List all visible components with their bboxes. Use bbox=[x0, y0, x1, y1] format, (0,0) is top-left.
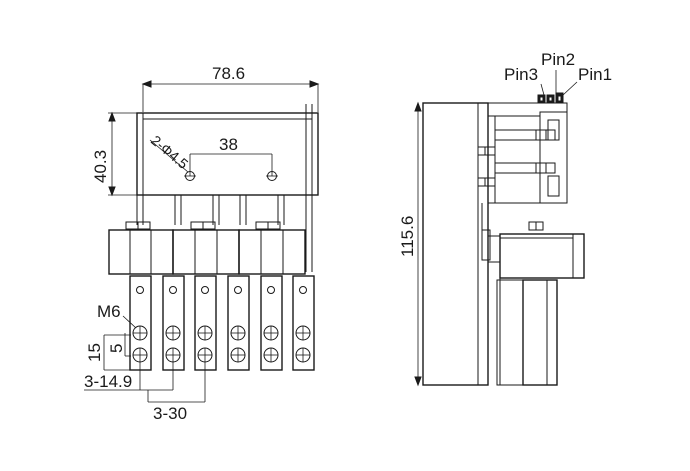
group-pitch-dimension: 3-30 bbox=[147, 362, 206, 423]
width-dimension: 78.6 bbox=[141, 64, 320, 112]
hole-callout: 2-Φ4.5 bbox=[148, 132, 191, 172]
pins bbox=[537, 70, 578, 104]
pin-label-1: Pin1 bbox=[578, 65, 612, 84]
height-label: 40.3 bbox=[91, 150, 110, 183]
lower-assembly bbox=[481, 203, 585, 386]
terminal bbox=[227, 275, 250, 371]
side-height-dimension: 115.6 bbox=[398, 101, 422, 387]
housing bbox=[422, 102, 568, 386]
hole-spacing-dimension: 38 bbox=[189, 135, 273, 176]
terminal bbox=[162, 275, 185, 371]
terminal bbox=[292, 275, 315, 371]
terminal-nuts bbox=[125, 221, 281, 230]
thread-label: M6 bbox=[97, 302, 121, 321]
terminal bbox=[194, 275, 217, 371]
clamp-structure bbox=[477, 111, 568, 204]
hole-offset-label: 5 bbox=[107, 344, 126, 353]
hole-spacing-label: 38 bbox=[219, 135, 238, 154]
rails bbox=[136, 195, 313, 272]
side-height-label: 115.6 bbox=[398, 216, 417, 257]
pitch-dimension: 3-14.9 bbox=[84, 362, 174, 391]
terminal-height-label: 15 bbox=[85, 343, 104, 362]
pin-label-3: Pin3 bbox=[504, 65, 538, 84]
cover-blocks bbox=[108, 229, 306, 275]
width-label: 78.6 bbox=[212, 64, 245, 83]
front-view: 78.6 40.3 38 bbox=[84, 64, 320, 423]
terminal-hole-pair bbox=[132, 325, 148, 363]
terminal-strips bbox=[129, 275, 315, 371]
base-plate bbox=[136, 104, 319, 196]
height-dimension: 40.3 bbox=[91, 111, 137, 197]
pitch-label: 3-14.9 bbox=[84, 372, 132, 391]
terminal-height-dimension: 15 5 bbox=[85, 333, 131, 371]
terminal bbox=[260, 275, 283, 371]
group-pitch-label: 3-30 bbox=[153, 404, 187, 423]
pin-label-2: Pin2 bbox=[541, 50, 575, 69]
side-view: 115.6 bbox=[398, 50, 612, 387]
